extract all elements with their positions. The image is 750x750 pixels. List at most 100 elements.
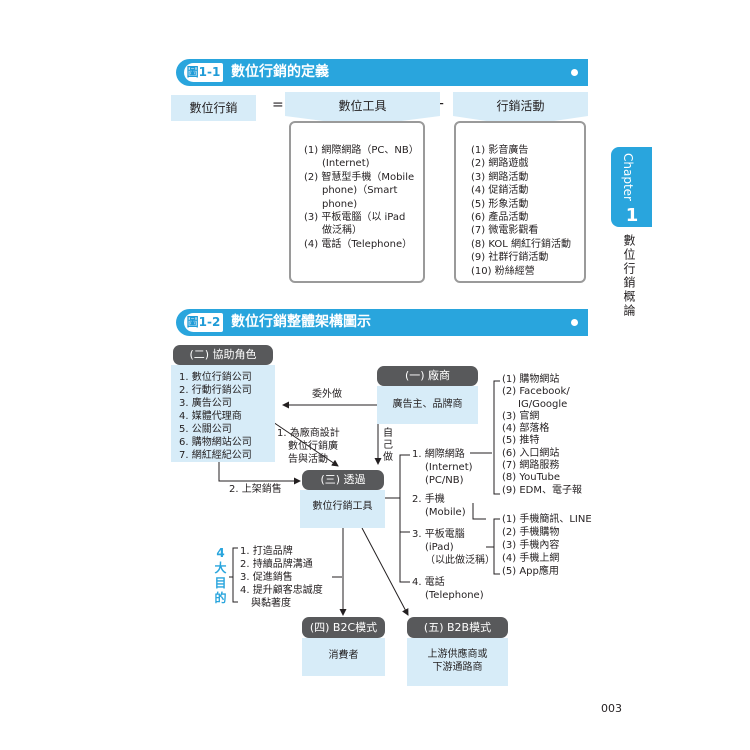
internet-item: (8) YouTube <box>502 472 561 484</box>
mobile-item: (3) 手機內容 <box>502 540 560 551</box>
b2b-label: (五) B2B模式 <box>407 617 508 638</box>
agency-task-line: 1. 為廠商設計 <box>277 428 340 439</box>
assist-role-item: 7. 網紅經紀公司 <box>179 450 252 461</box>
internet-items: (1) 購物網站 (2) Facebook/ IG/Google (3) 官網 … <box>502 374 582 497</box>
page-number: 003 <box>601 702 622 715</box>
digital-marketing-term: 數位行銷 <box>171 95 256 121</box>
activity-item: (5) 形象活動 <box>471 198 529 210</box>
mobile-item: (2) 手機購物 <box>502 527 560 538</box>
figure-1-1-tag: 圖1-1 <box>184 63 223 82</box>
goal-item: 2. 持續品牌溝通 <box>240 559 313 570</box>
activity-item: (6) 產品活動 <box>471 212 529 224</box>
mobile-item: (1) 手機簡訊、LINE <box>502 514 592 525</box>
tool-line: (2) 智慧型手機（Mobile <box>304 171 415 183</box>
internet-item: (2) Facebook/ <box>502 386 570 398</box>
activities-box: (1) 影音廣告 (2) 網路遊戲 (3) 網路活動 (4) 促銷活動 (5) … <box>454 121 586 283</box>
banner-dot <box>571 319 578 326</box>
assist-role-item: 6. 購物網站公司 <box>179 437 252 448</box>
tools-list: (1) 網際網路（PC、NB） (Internet) (2) 智慧型手機（Mob… <box>304 144 423 251</box>
b2b-line: 上游供應商或 <box>427 649 488 660</box>
via-label: (三) 透過 <box>302 470 384 490</box>
via-box: 數位行銷工具 <box>300 490 385 528</box>
assist-role-item: 3. 廣告公司 <box>179 398 232 409</box>
tool-line: (Internet) <box>322 158 370 170</box>
goal-item: 3. 促進銷售 <box>240 572 293 583</box>
agency-task-line: 數位行銷廣 <box>288 441 338 452</box>
listing-label: 2. 上架銷售 <box>229 484 282 495</box>
banner-dot <box>571 69 578 76</box>
vendor-box: 廣告主、品牌商 <box>377 386 478 424</box>
activity-item: (10) 粉絲經營 <box>471 265 535 277</box>
channel-tablet: 3. 平板電腦 (iPad) （以此做泛稱） <box>412 528 495 567</box>
activities-list: (1) 影音廣告 (2) 網路遊戲 (3) 網路活動 (4) 促銷活動 (5) … <box>471 144 584 278</box>
tool-line: phone)（Smart <box>322 185 398 197</box>
channel-line: (Internet) <box>425 462 473 473</box>
internet-item: (3) 官網 <box>502 410 540 422</box>
b2c-box: 消費者 <box>302 638 385 676</box>
tools-box: (1) 網際網路（PC、NB） (Internet) (2) 智慧型手機（Mob… <box>289 121 425 283</box>
assist-role-item: 5. 公關公司 <box>179 424 232 435</box>
figure-1-2-banner: 圖1-2 數位行銷整體架構圖示 <box>176 309 588 336</box>
assist-role-box: 1. 數位行銷公司 2. 行動行銷公司 3. 廣告公司 4. 媒體代理商 5. … <box>171 365 275 462</box>
chapter-tab: Chapter 1 <box>611 147 652 227</box>
assist-role-item: 4. 媒體代理商 <box>179 411 242 422</box>
tools-title: 數位工具 <box>338 99 387 113</box>
equals-sign: = <box>272 97 284 113</box>
goal-item: 1. 打造品牌 <box>240 546 293 557</box>
figure-1-2-tag: 圖1-2 <box>184 313 223 332</box>
activity-item: (1) 影音廣告 <box>471 145 529 156</box>
tool-line: 做泛稱） <box>322 225 362 237</box>
activity-item: (2) 網路遊戲 <box>471 158 529 170</box>
internet-item: (4) 部落格 <box>502 423 550 435</box>
activity-item: (4) 促銷活動 <box>471 185 529 197</box>
tool-line: (3) 平板電腦（以 iPad <box>304 212 406 224</box>
assist-role-item: 2. 行動行銷公司 <box>179 385 252 396</box>
channel-phone: 4. 電話 (Telephone) <box>412 576 484 602</box>
agency-task-line: 告與活動 <box>288 454 328 465</box>
internet-item: IG/Google <box>518 398 568 410</box>
internet-item: (6) 入口網站 <box>502 447 560 459</box>
self-do-label: 自己做 <box>383 428 393 463</box>
chapter-number: 1 <box>625 205 639 226</box>
assist-role-item: 1. 數位行銷公司 <box>179 372 252 383</box>
chapter-title: 數位行銷概論 <box>622 234 636 318</box>
activity-item: (7) 微電影觀看 <box>471 225 539 237</box>
b2b-box: 上游供應商或 下游通路商 <box>407 638 508 686</box>
tool-line: (4) 電話（Telephone） <box>304 238 413 250</box>
channel-internet: 1. 網際網路 (Internet) (PC/NB) <box>412 448 473 487</box>
channel-line: 2. 手機 <box>412 494 445 505</box>
agency-tasks: 1. 為廠商設計 數位行銷廣 告與活動 <box>277 427 340 466</box>
channel-line: (iPad) <box>425 542 454 553</box>
goal-item: 與黏著度 <box>251 598 291 609</box>
channel-mobile: 2. 手機 (Mobile) <box>412 493 466 519</box>
b2c-label: (四) B2C模式 <box>302 617 385 638</box>
activities-arrow-shape <box>453 92 588 126</box>
assist-role-list: 1. 數位行銷公司 2. 行動行銷公司 3. 廣告公司 4. 媒體代理商 5. … <box>179 371 275 462</box>
internet-item: (9) EDM、電子報 <box>502 484 582 496</box>
channel-line: 4. 電話 <box>412 577 445 588</box>
mobile-item: (4) 手機上網 <box>502 553 560 564</box>
channel-line: （以此做泛稱） <box>425 555 495 566</box>
tools-arrow-shape <box>285 92 440 126</box>
goals-list: 1. 打造品牌 2. 持續品牌溝通 3. 促進銷售 4. 提升顧客忠誠度 與黏著… <box>240 545 323 610</box>
activity-item: (3) 網路活動 <box>471 171 529 183</box>
figure-1-1-banner: 圖1-1 數位行銷的定義 <box>176 59 588 86</box>
channel-line: 3. 平板電腦 <box>412 529 465 540</box>
tool-line: (1) 網際網路（PC、NB） <box>304 145 419 156</box>
mobile-item: (5) App應用 <box>502 566 559 577</box>
tool-line: phone) <box>322 198 358 210</box>
figure-1-1-title: 數位行銷的定義 <box>231 64 329 80</box>
figure-1-2-title: 數位行銷整體架構圖示 <box>231 314 371 330</box>
vendor-label: (一) 廠商 <box>377 366 478 386</box>
activity-item: (9) 社群行銷活動 <box>471 252 549 264</box>
chapter-word: Chapter <box>621 153 635 201</box>
activities-title: 行銷活動 <box>496 99 545 113</box>
assist-role-label: (二) 協助角色 <box>173 345 273 365</box>
activity-item: (8) KOL 網紅行銷活動 <box>471 238 571 250</box>
channel-line: (Mobile) <box>425 507 466 518</box>
channel-line: 1. 網際網路 <box>412 449 465 460</box>
channel-line: (Telephone) <box>425 590 484 601</box>
internet-item: (1) 購物網站 <box>502 374 560 385</box>
internet-item: (5) 推特 <box>502 435 540 447</box>
